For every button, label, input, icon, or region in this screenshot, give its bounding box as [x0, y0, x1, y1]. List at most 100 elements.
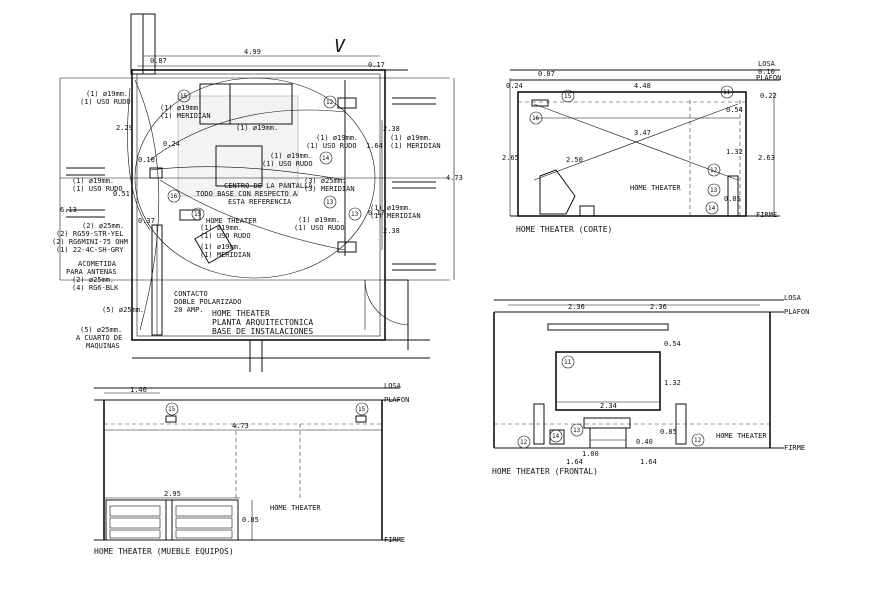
mueble-title: HOME THEATER (MUEBLE EQUIPOS)	[94, 547, 234, 556]
frontal-callout: 11	[561, 355, 575, 369]
plan-dim-top-0: 0.87	[150, 57, 167, 65]
mueble-callout: 15	[355, 402, 369, 416]
plan-dim-side-5: 0.37	[138, 217, 155, 225]
plan-note: (1) ø19mm.	[160, 104, 202, 112]
frontal-dim: 1.64	[640, 458, 657, 466]
corte-callout-label: 15	[564, 93, 572, 100]
plan-note: (1) ø19mm.	[86, 90, 128, 98]
plan-note: (1) MERIDIAN	[390, 142, 441, 150]
plan-note: (1) USO RUDO	[80, 98, 131, 106]
mueble-dim: 4.73	[232, 422, 249, 430]
frontal-dim: 2.34	[600, 402, 617, 410]
corte-label: HOME THEATER	[630, 184, 681, 192]
plan-note: (1) ø19mm.	[236, 124, 278, 132]
plan-note: (1) ø19mm.	[200, 224, 242, 232]
plan-note: (1) USO RUDO	[72, 185, 123, 193]
mueble-label: LOSA	[384, 382, 402, 390]
plan-title-line-1: HOME THEATER	[212, 309, 270, 318]
corte-callout-label: 16	[532, 115, 540, 122]
mueble-dim: 1.40	[130, 386, 147, 394]
plan-title-line-3: BASE DE INSTALACIONES	[212, 327, 313, 336]
plan-note: (2) RG59-STR-YEL	[56, 230, 123, 238]
plan-note: (1) USO RUDO	[306, 142, 357, 150]
mueble-callout-label: 15	[168, 406, 176, 413]
corte-callout: 13	[707, 183, 721, 197]
section-frontal: 2.36 2.36 0.54 1.32 2.34 0.85 0.40 1.00 …	[492, 294, 809, 476]
plan-note: (2) RG6MINI-75 OHM	[52, 238, 128, 246]
mueble-dim: 2.95	[164, 490, 181, 498]
plan-dim-side-3: 0.51	[113, 190, 130, 198]
plan-note: DOBLE POLARIZADO	[174, 298, 241, 306]
plan-note: ACOMETIDA	[78, 260, 117, 268]
plan-note: (1) MERIDIAN	[370, 212, 421, 220]
plan-note: ESTA REFERENCIA	[228, 198, 292, 206]
plan-note: (5) ø25mm.	[80, 326, 122, 334]
mueble-label: HOME THEATER	[270, 504, 321, 512]
plan-callout: 13	[323, 195, 337, 209]
frontal-dim: 0.54	[664, 340, 681, 348]
plan-note: CENTRO DE LA PANTALLA	[224, 182, 313, 190]
corte-callout-label: 14	[708, 205, 716, 212]
floor-plan: 0.87 4.99 0.17 V 2.29 0.10 0.24 0.51 6.1…	[52, 13, 463, 372]
corte-dim: 0.85	[724, 195, 741, 203]
mueble-callout-label: 15	[358, 406, 366, 413]
corte-callout: 16	[529, 111, 543, 125]
corte-callout-label: 12	[710, 167, 718, 174]
mueble-label: FIRME	[384, 536, 405, 544]
corte-callout: 12	[707, 163, 721, 177]
corte-dim: 4.48	[634, 82, 651, 90]
corte-callout-label: 11	[723, 89, 731, 96]
plan-callout-label: 12	[326, 99, 334, 106]
corte-title: HOME THEATER (CORTE)	[516, 225, 612, 234]
frontal-callout: 13	[570, 423, 584, 437]
plan-note: (1) ø19mm.	[298, 216, 340, 224]
plan-dim-side-8: 2.38	[383, 227, 400, 235]
corte-label: PLAFON	[756, 74, 781, 82]
frontal-label: LOSA	[784, 294, 802, 302]
frontal-callout-label: 12	[520, 439, 528, 446]
plan-note: (1) ø19mm.	[370, 204, 412, 212]
corte-dim: 0.87	[538, 70, 555, 78]
plan-dim-side-0: 2.29	[116, 124, 133, 132]
plan-note: CONTACTO	[174, 290, 208, 298]
frontal-label: FIRME	[784, 444, 805, 452]
plan-note: (5) ø25mm.	[102, 306, 144, 314]
plan-dim-side-2: 0.24	[163, 140, 180, 148]
corte-label: FIRME	[756, 211, 777, 219]
plan-note: (2) ø25mm.	[82, 222, 124, 230]
plan-callout: 15	[191, 207, 205, 221]
section-mark: V	[334, 36, 346, 57]
plan-note: (1) ø19mm.	[72, 177, 114, 185]
corte-dim: 2.63	[758, 154, 775, 162]
plan-note: (1) USO RUDO	[200, 232, 251, 240]
frontal-callout: 14	[549, 429, 563, 443]
mueble-callout: 15	[165, 402, 179, 416]
frontal-label: HOME THEATER	[716, 432, 767, 440]
plan-callout-label: 15	[194, 211, 202, 218]
mueble-dim: 0.85	[242, 516, 259, 524]
corte-callout-label: 13	[710, 187, 718, 194]
plan-callout-label: 16	[170, 193, 178, 200]
plan-note: (1) ø19mm.	[316, 134, 358, 142]
plan-callout: 14	[319, 151, 333, 165]
frontal-callout-label: 12	[694, 437, 702, 444]
plan-note: (1) USO RUDO	[262, 160, 313, 168]
plan-callout: 13	[348, 207, 362, 221]
plan-note: (3) MERIDIAN	[304, 185, 355, 193]
section-corte: 0.87 4.48 0.24 0.10 0.22 0.54 3.47 1.32 …	[502, 60, 781, 234]
plan-note: A CUARTO DE	[76, 334, 122, 342]
mueble-label: PLAFON	[384, 396, 409, 404]
plan-note: (2) ø25mm.	[72, 276, 114, 284]
corte-dim: 2.50	[566, 156, 583, 164]
plan-dim-top-2: 0.17	[368, 61, 385, 69]
plan-dim-side-6: 2.38	[383, 125, 400, 133]
plan-note: (1) MERIDIAN	[160, 112, 211, 120]
corte-dim: 0.10	[758, 68, 775, 76]
section-mueble: 1.40 4.73 2.95 0.85 LOSA PLAFON HOME THE…	[94, 382, 409, 556]
plan-notes: (1) ø19mm. (1) USO RUDO (1) ø19mm. (1) M…	[52, 90, 441, 350]
plan-dim-top-1: 4.99	[244, 48, 261, 56]
plan-dim-side-4: 6.13	[60, 206, 77, 214]
plan-callout-label: 13	[326, 199, 334, 206]
frontal-dim: 0.85	[660, 428, 677, 436]
